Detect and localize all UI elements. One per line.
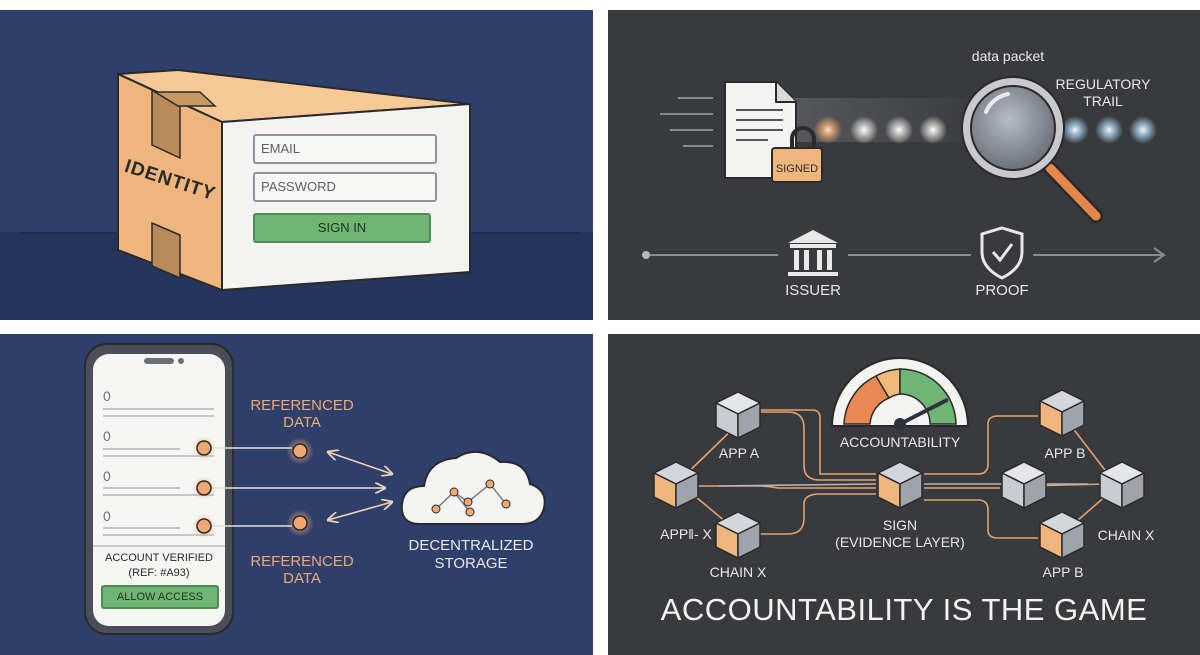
accountability-gauge	[830, 357, 970, 430]
data-node	[196, 518, 212, 534]
timeline-arrow	[1153, 247, 1166, 263]
gauge-needle	[898, 398, 949, 426]
referenced-data-label: DATA	[283, 414, 321, 431]
accountability-panel: ACCOUNTABILITY APP A APP‖- X CHAIN X SIG…	[608, 334, 1200, 655]
cube-node	[1099, 461, 1145, 509]
packet-illustration	[642, 76, 1166, 280]
gauge-label: ACCOUNTABILITY	[839, 434, 961, 450]
allow-access-button[interactable]: ALLOW ACCESS	[101, 585, 219, 609]
signed-badge: SIGNED	[775, 163, 819, 175]
identity-panel: IDENTITY EMAIL PASSWORD SIGN IN	[0, 10, 593, 320]
email-field[interactable]: EMAIL	[253, 134, 437, 164]
chain-x-right-label: CHAIN X	[1097, 527, 1155, 543]
referenced-data-label: REFERENCED	[250, 397, 354, 414]
regulatory-label: REGULATORY	[1055, 76, 1151, 92]
sign-cube	[877, 461, 923, 509]
cube-node	[1039, 389, 1085, 437]
padlock-icon	[790, 126, 816, 148]
packet-dot	[850, 116, 878, 144]
data-node	[196, 480, 212, 496]
referenced-node	[292, 515, 308, 531]
packet-dot	[814, 116, 842, 144]
packet-dot	[885, 116, 913, 144]
phone-screen	[93, 354, 225, 626]
password-field[interactable]: PASSWORD	[253, 172, 437, 202]
box-tape-bottom	[151, 221, 181, 280]
cube-node	[653, 461, 699, 509]
shield-icon	[980, 226, 1024, 280]
issuer-label: ISSUER	[785, 282, 841, 299]
referenced-data-label: REFERENCED	[250, 553, 354, 570]
referenced-data-label: DATA	[283, 570, 321, 587]
cube-node	[715, 391, 761, 439]
packet-dot	[1061, 116, 1089, 144]
app-a-label: APP A	[718, 445, 760, 461]
app-b-bottom-label: APP B	[1042, 564, 1084, 580]
headline: ACCOUNTABILITY IS THE GAME	[660, 592, 1148, 627]
data-node	[196, 440, 212, 456]
chain-x-label: CHAIN X	[709, 564, 767, 580]
phone-row-value: 0	[103, 388, 111, 404]
connector-arrow	[328, 452, 392, 474]
sign-label: SIGN	[882, 517, 918, 533]
evidence-layer-label: (EVIDENCE LAYER)	[835, 534, 965, 550]
account-ref-text: (REF: #A93)	[128, 567, 190, 579]
app-b-top-label: APP B	[1044, 445, 1086, 461]
phone-row-value: 0	[103, 468, 111, 484]
storage-label: DECENTRALIZED	[408, 537, 534, 554]
phone-row-value: 0	[103, 428, 111, 444]
account-verified-text: ACCOUNT VERIFIED	[105, 552, 213, 564]
data-packet-panel: SIGNED data packet REGULATORY TRAIL ISSU…	[608, 10, 1200, 320]
trail-label: TRAIL	[1083, 93, 1123, 109]
app-x-label: APP‖- X	[660, 526, 712, 542]
referenced-node	[292, 443, 308, 459]
accountability-network	[653, 357, 1145, 559]
bank-icon	[788, 230, 838, 276]
identity-box	[117, 69, 471, 291]
packet-dot	[919, 116, 947, 144]
timeline-start	[642, 251, 650, 259]
connector-arrow	[328, 502, 392, 520]
box-tape-lid	[152, 91, 217, 107]
storage-label: STORAGE	[434, 555, 508, 572]
proof-label: PROOF	[975, 282, 1029, 299]
phone-storage-illustration	[84, 343, 546, 635]
phone-speaker	[144, 358, 174, 364]
storage-panel: 0 0 0 0 ACCOUNT VERIFIED (REF: #A93) ALL…	[0, 334, 593, 655]
packet-dot	[1129, 116, 1157, 144]
cube-node	[1039, 511, 1085, 559]
sign-in-button[interactable]: SIGN IN	[253, 213, 431, 243]
packet-dot	[1095, 116, 1123, 144]
phone-row-value: 0	[103, 508, 111, 524]
cube-node	[1001, 461, 1047, 509]
data-packet-label: data packet	[971, 48, 1045, 64]
